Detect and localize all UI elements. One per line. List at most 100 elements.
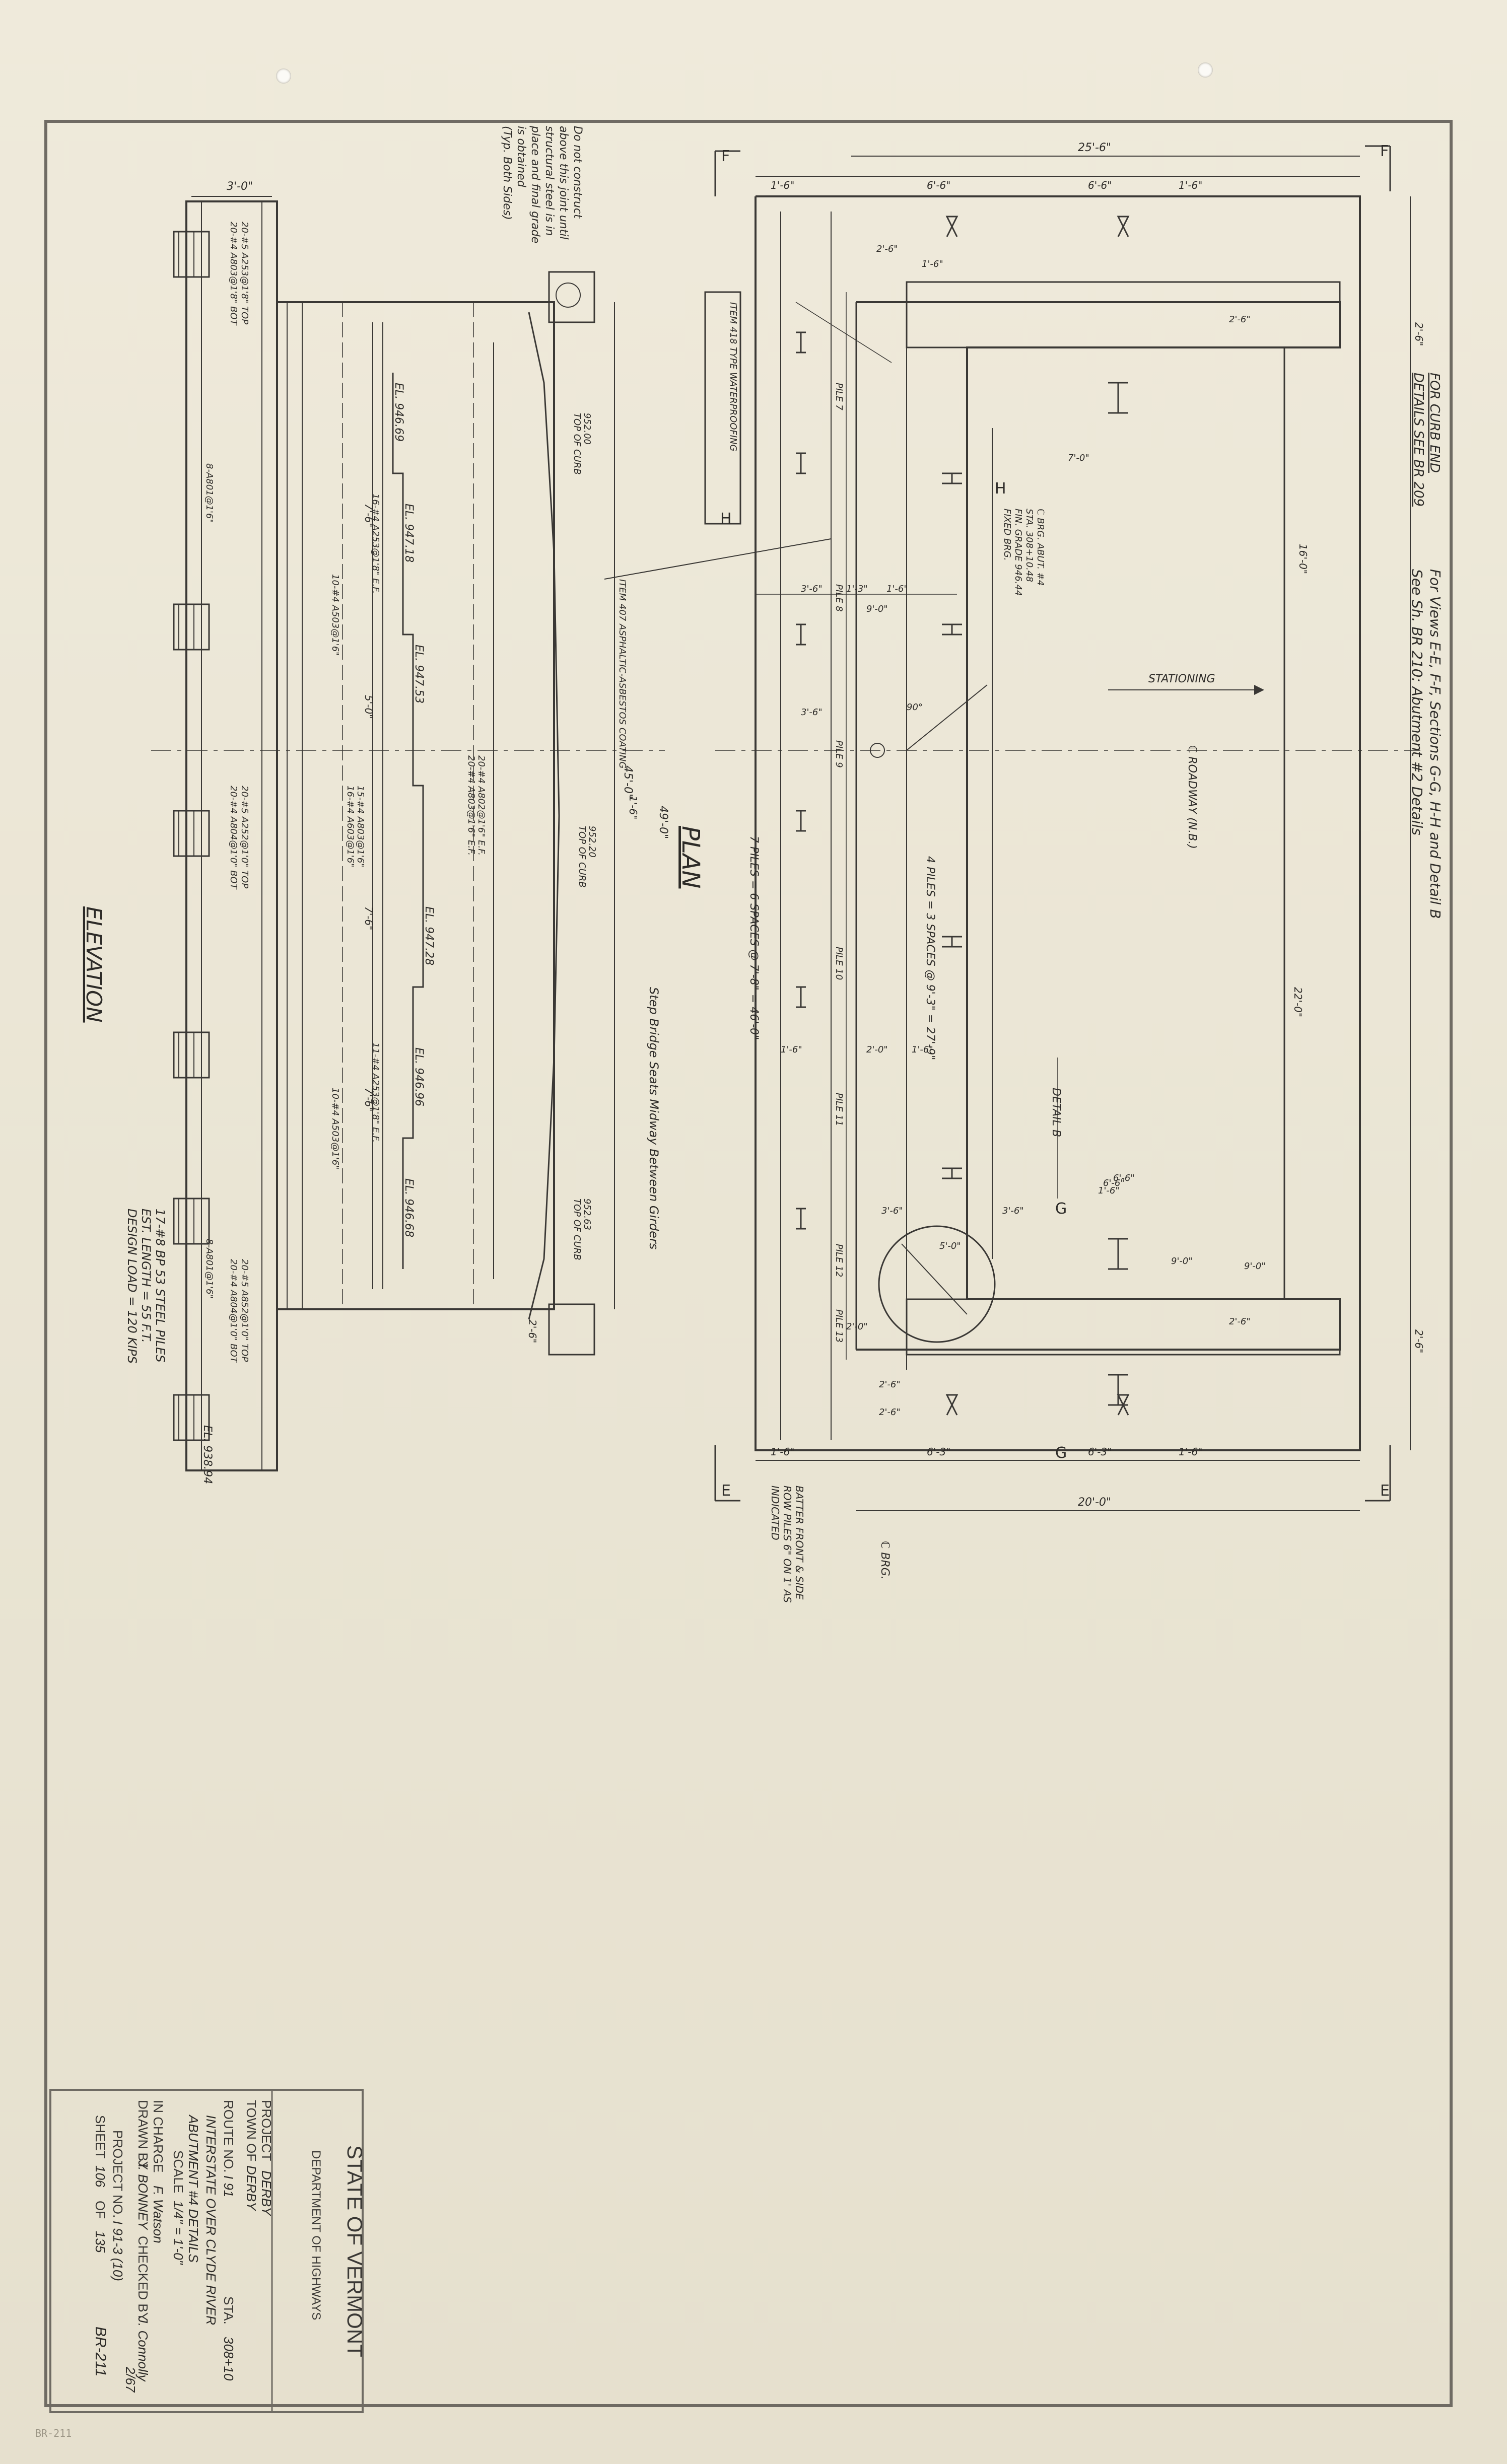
misc-dim-15: 1'-6" [912,1044,933,1055]
cl-brg-label: ℂ BRG. [878,1541,891,1580]
rebar-4: 10-#4 A503@1'6" [330,574,340,656]
roadway-label: ℂ ROADWAY (N.B.) [1186,745,1198,849]
construct-note-3: structural steel is in [543,126,556,236]
title-department: DEPARTMENT OF HIGHWAYS [309,2150,323,2320]
dim-elev-top: 3'-0" [227,180,253,193]
title-checked-label: CHECKED BY [135,2236,151,2321]
misc-dim-12: 2'-6" [879,1379,901,1390]
pile-id-7: PILE 7 [834,383,844,410]
section-mark-g-bottom: G [1055,1444,1067,1462]
rebar-9: 11-#4 A253@1'8" E.F. [370,1042,381,1143]
misc-dim-19: 9'-0" [1244,1261,1266,1272]
pile-id-10: PILE 10 [834,947,844,980]
title-drawn-name: J. BONNEY [135,2160,151,2230]
title-project-no: I 91-3 (10) [110,2221,125,2281]
misc-dim-21: 90° [907,702,923,713]
title-route-no: I 91 [221,2175,236,2197]
pile-id-8: PILE 8 [834,584,844,612]
pile-id-12: PILE 12 [834,1244,844,1277]
bearing-note-2: STA. 308+10.48 [1024,509,1035,582]
rebar-5: 16-#4 A603@1'6" [345,786,356,867]
batter-note-3: INDICATED [769,1486,781,1540]
misc-dim-20: 1'-6" [1098,1185,1120,1196]
dim-elev-1: 7'-6" [363,504,375,527]
misc-dim-25: 2'-0" [846,1321,868,1332]
construct-note-1: Do not construct [571,126,584,219]
misc-dim-1: 2'-6" [876,244,898,254]
dim-elev-5: 2'-6" [526,1319,538,1343]
title-project-name: DERBY [259,2170,274,2216]
bearing-note-4: FIXED BRG. [1002,509,1012,560]
misc-dim-18: 3'-6" [881,1206,903,1216]
mark-1: 8-A801@1'6" [204,463,215,523]
punch-hole-left [276,68,291,84]
rebar-14: 20-#4 A802@1'6" E.F. [476,755,487,856]
construct-note-4: place and final grade [529,125,541,243]
pile-id-11: PILE 11 [834,1093,844,1126]
dim-width-cl: 45'-0" [622,765,634,799]
misc-dim-5: 1'-3" [846,584,868,594]
dim-overall-bottom: 20'-0" [1078,1496,1111,1509]
grade-2: 952.20 [587,826,597,858]
punch-hole-right [1198,62,1213,78]
rebar-6: 15-#4 A803@1'6" [355,786,366,867]
plan-title: PLAN [676,826,705,888]
title-drawn-label: DRAWN BY [135,2100,151,2170]
rebar-2: 20-#4 A803@1'8" BOT [228,222,239,326]
title-state: STATE OF VERMONT [343,2145,367,2357]
el-6: EL. 946.68 [402,1178,415,1237]
piles-note-1: 17-#8 BP 53 STEEL PILES [153,1209,167,1362]
bottom-dim-3: 6'-3" [1088,1446,1112,1458]
elevation-piles [173,231,210,1441]
misc-dim-23: 2'-6" [1229,1316,1251,1327]
el-1: EL. 946.69 [392,383,405,442]
footer-code: BR-211 [35,2427,72,2439]
section-mark-h-left: H [720,510,732,528]
title-sta-value: 308+10 [221,2337,236,2381]
title-project-label: PROJECT [259,2100,274,2161]
waterproofing-note: ITEM 418 TYPE WATERPROOFING [728,302,738,452]
misc-dim-11: 5'-0" [939,1241,961,1251]
misc-dim-17: 1'-6" [781,1044,802,1055]
section-mark-f-left: F [721,148,730,165]
top-dim-1: 1'-6" [771,179,794,191]
misc-dim-8: 6'-6" [1103,1178,1125,1188]
detail-b-circle [878,1225,996,1343]
rebar-10: 10-#4 A503@1'6" [330,1088,340,1169]
plan-labels: PLAN 25'-6" 20'-0" 49'-0" 45'-0" 1'-6" 6… [617,142,1444,1603]
rebar-1: 20-#5 A253@1'8" TOP [239,222,250,324]
rebar-13: 20-#4 A803@1'6" E.F. [466,755,476,856]
title-sheet-label: SHEET [93,2115,108,2159]
rebar-11: 20-#5 A852@1'0" TOP [239,1259,250,1362]
el-3: EL. 947.53 [413,645,425,703]
misc-dim-14: 3'-6" [801,707,823,718]
rebar-7: 20-#5 A252@1'0" TOP [239,786,250,888]
right-dim-3: 2'-6" [1413,1329,1425,1353]
misc-dim-16: 2'-0" [866,1044,888,1055]
title-in-charge-name: F. Watson [151,2186,166,2243]
curb-note-1: FOR CURB END [1427,373,1442,473]
right-dim-1: 2'-6" [1413,322,1425,346]
misc-dim-2: 1'-6" [922,259,943,269]
title-bridge: INTERSTATE OVER CLYDE RIVER [203,2115,219,2325]
construct-note-5: is obtained [515,126,527,188]
batter-note-1: BATTER FRONT & SIDE [793,1486,805,1600]
dim-elev-2: 5'-0" [363,695,375,719]
misc-dim-10: 9'-0" [1171,1256,1193,1266]
top-dim-2: 6'-6" [927,179,950,191]
title-town-label: TOWN OF [244,2100,259,2161]
misc-dim-13: 2'-6" [879,1407,901,1418]
misc-dim-22: 2'-6" [1229,314,1251,325]
curb-note-2: DETAILS SEE BR 209 [1411,373,1426,507]
piles-note-2: EST. LENGTH = 55 F.T. [139,1209,153,1343]
drawing-border [44,120,1453,2407]
misc-dim-4: 3'-6" [801,584,823,594]
elevation-labels: 3'-0" ELEVATION Do not construct above t… [82,125,639,1484]
asphalt-note: ITEM 407 ASPHALTIC-ASBESTOS COATING [617,579,628,768]
elevation-title: ELEVATION [82,906,106,1023]
views-note-1: For Views E-E, F-F, Sections G-G, H-H an… [1427,569,1444,919]
title-sheet-total: 135 [93,2231,108,2253]
plan-view [704,145,1420,1511]
title-drawing-no: BR-211 [92,2327,109,2377]
section-mark-h-right: H [995,480,1006,498]
